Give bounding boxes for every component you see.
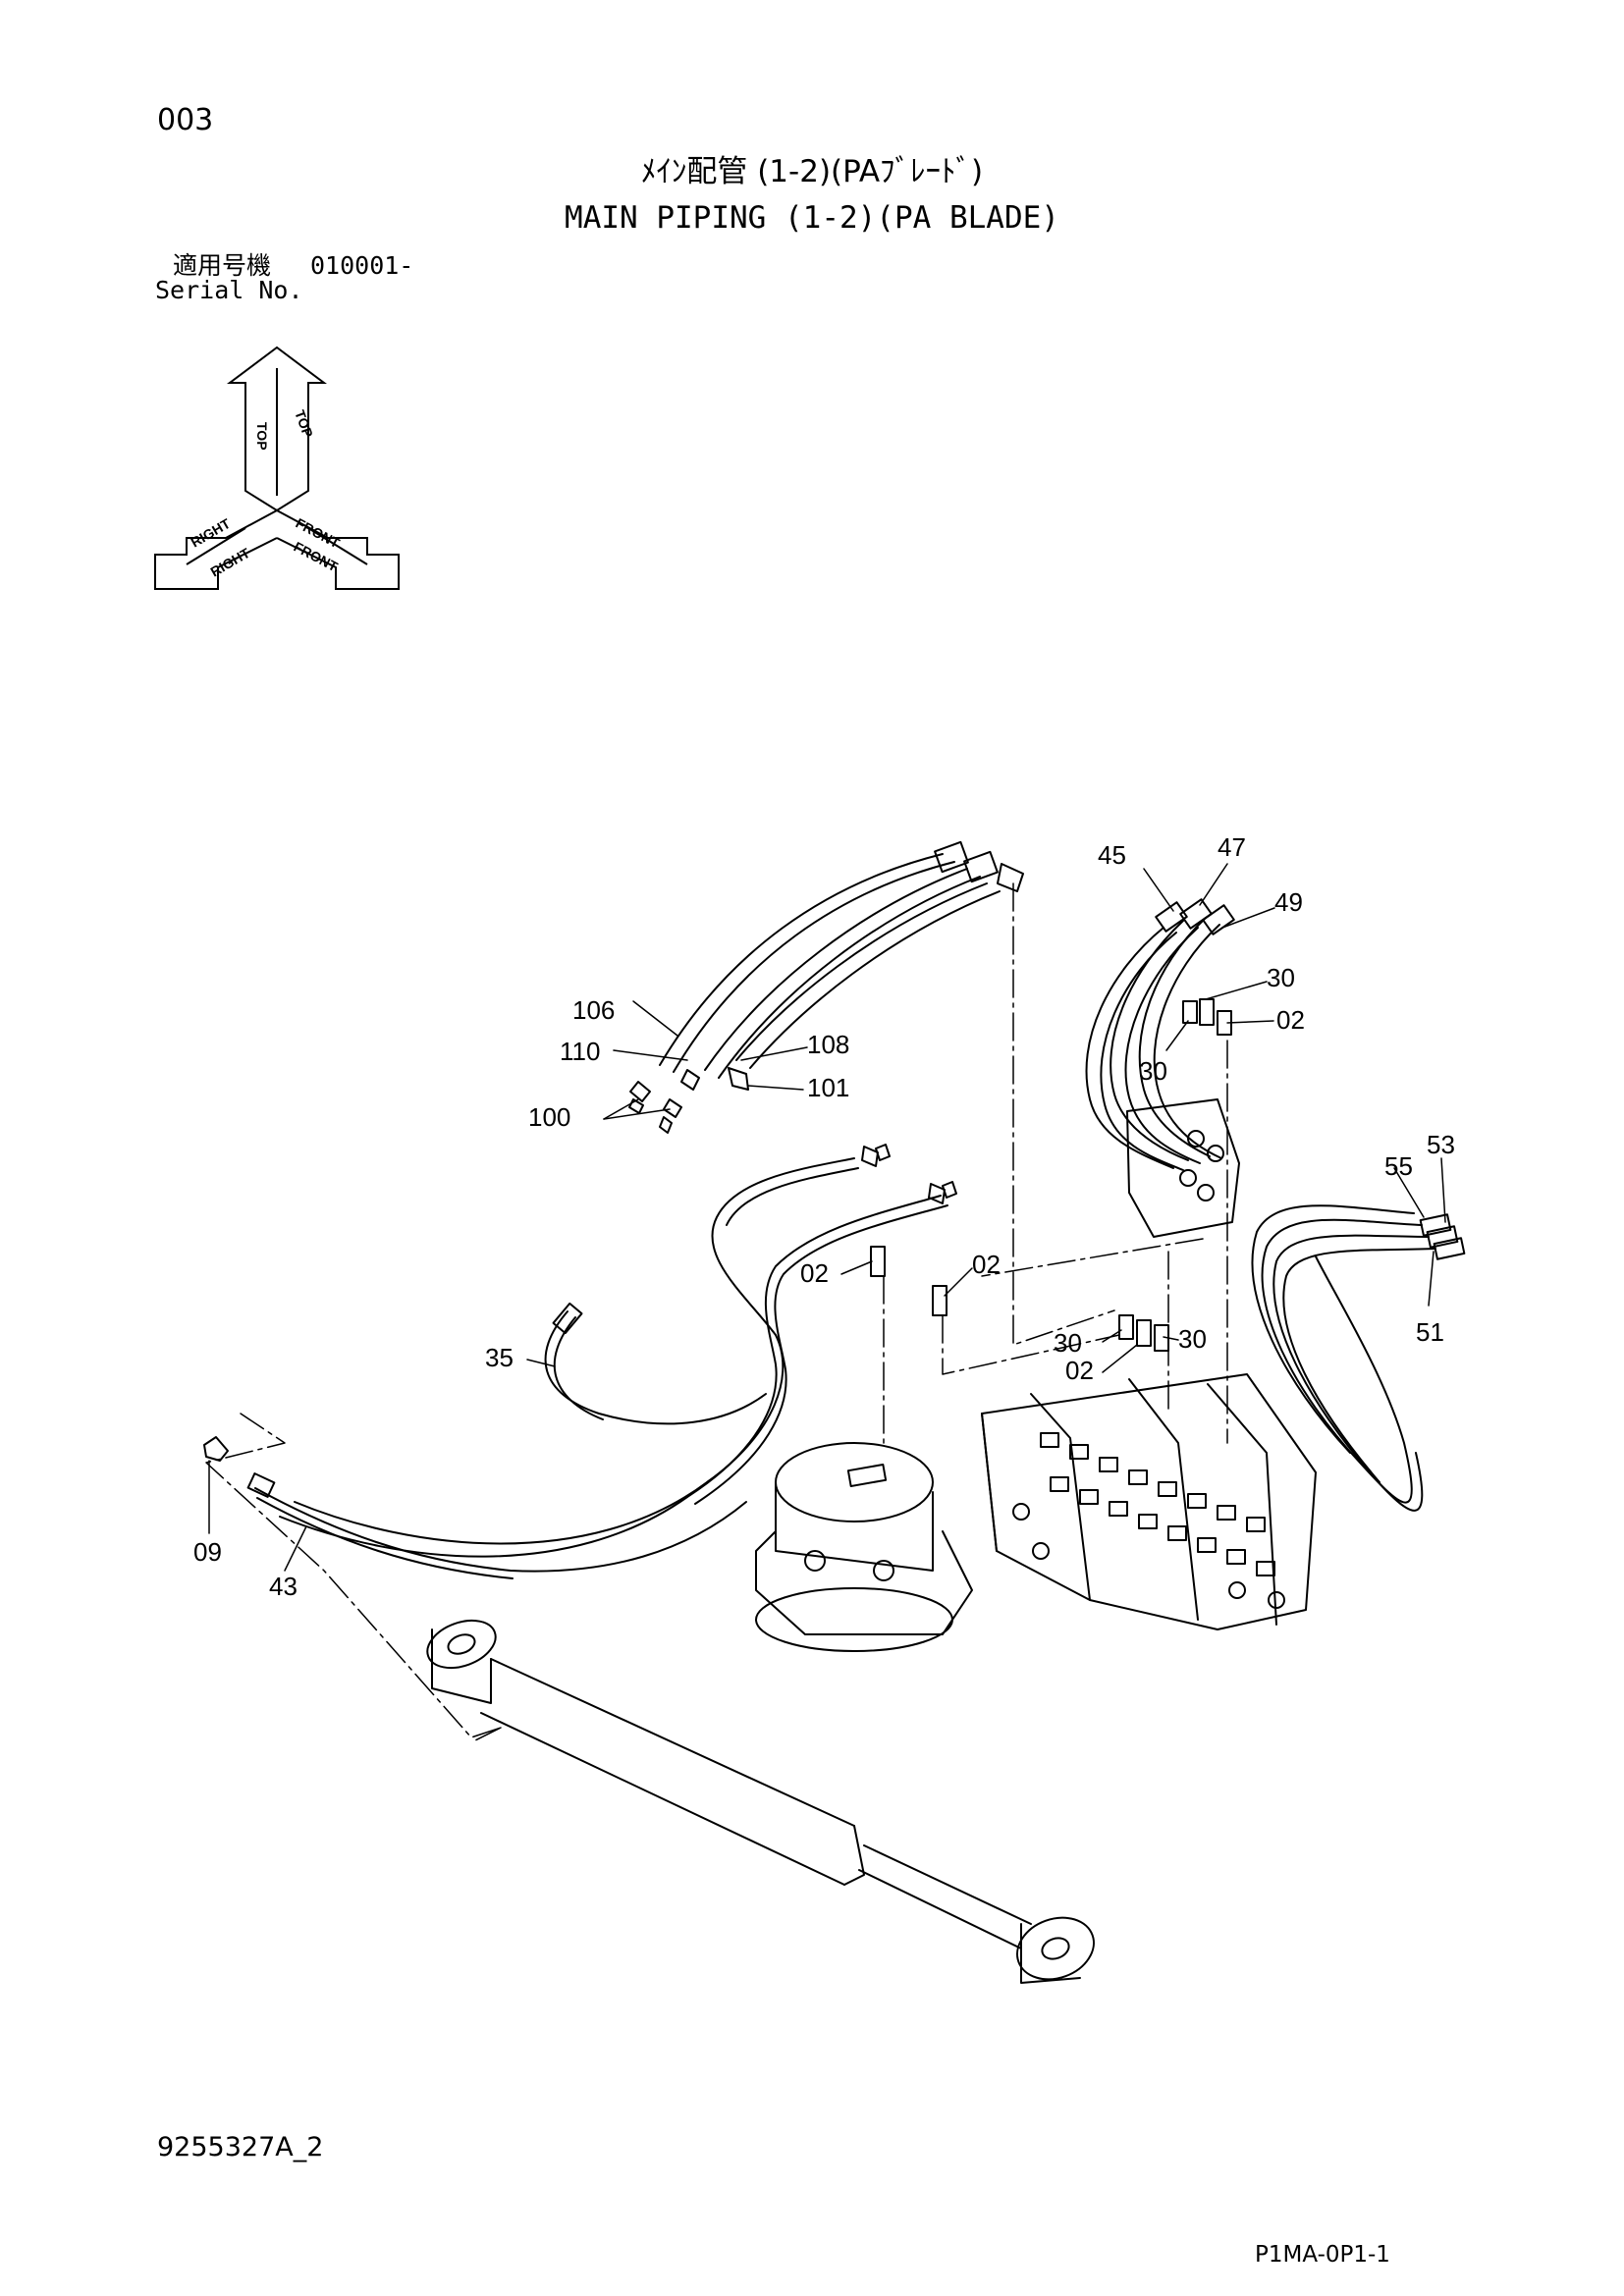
fitting-30-02-lower xyxy=(1118,1314,1169,1352)
callout-leaders xyxy=(208,863,1446,1572)
callout-43: 43 xyxy=(269,1572,298,1601)
callout-02-upper-right: 02 xyxy=(1276,1005,1305,1035)
right-coiled-hoses xyxy=(1251,1204,1466,1512)
callout-100: 100 xyxy=(528,1102,570,1132)
callout-49: 49 xyxy=(1274,887,1303,917)
callout-09: 09 xyxy=(193,1537,222,1567)
callout-45: 45 xyxy=(1098,840,1126,870)
hose-43 xyxy=(203,1436,747,1579)
top-arrow-head xyxy=(227,346,327,407)
adapter-09-icon xyxy=(203,1436,229,1462)
fitting-02-middle xyxy=(870,1246,947,1316)
callout-53: 53 xyxy=(1427,1130,1455,1159)
right-hose-bundle xyxy=(1085,898,1235,1171)
callout-30-upper-right: 30 xyxy=(1267,963,1295,992)
title-english: MAIN PIPING (1-2)(PA BLADE) xyxy=(565,200,1059,236)
callout-02-lower: 02 xyxy=(1065,1356,1094,1385)
document-code: 9255327A_2 xyxy=(157,2132,324,2163)
title-japanese: ﾒｲﾝ配管 (1-2)(PAﾌﾞﾚｰﾄﾞ) xyxy=(640,154,984,189)
blade-cylinder xyxy=(426,1619,1095,1984)
callout-30-upper-left: 30 xyxy=(1139,1056,1167,1086)
elbow-fitting-icon xyxy=(997,863,1024,892)
callout-30-lower-left: 30 xyxy=(1054,1328,1082,1358)
page-code: P1MA-0P1-1 xyxy=(1255,2242,1390,2268)
manifold-block xyxy=(1126,1098,1240,1238)
callout-02-middle-right: 02 xyxy=(972,1250,1001,1279)
callout-55: 55 xyxy=(1384,1151,1413,1181)
front-arrow xyxy=(276,509,400,590)
swing-motor xyxy=(755,1442,973,1652)
callout-101: 101 xyxy=(807,1073,849,1102)
callout-51: 51 xyxy=(1416,1317,1444,1347)
callout-108: 108 xyxy=(807,1030,849,1059)
hose-35 xyxy=(544,1302,767,1425)
top-label-left: TOP xyxy=(254,422,270,451)
page-number: 003 xyxy=(157,103,214,137)
serial-number-value: 010001- xyxy=(310,251,414,280)
dash-dot-connectors xyxy=(205,882,1228,1743)
callout-47: 47 xyxy=(1218,832,1246,862)
callout-02-middle-left: 02 xyxy=(800,1258,829,1288)
right-arrow xyxy=(154,509,278,590)
callout-30-lower-right: 30 xyxy=(1178,1324,1207,1354)
fitting-30-02-upper xyxy=(1182,998,1232,1036)
callout-106: 106 xyxy=(572,995,615,1025)
upper-hose-bundle xyxy=(659,840,1024,1079)
serial-label-japanese: 適用号機 xyxy=(173,251,272,280)
middle-hose-bundle xyxy=(279,1144,957,1558)
serial-label-english: Serial No. xyxy=(155,276,303,304)
callout-110: 110 xyxy=(560,1037,600,1066)
callout-35: 35 xyxy=(485,1343,514,1372)
fitting-100-group xyxy=(628,1067,749,1134)
elbow-fitting-02-icon xyxy=(861,1144,891,1167)
control-valve xyxy=(981,1373,1317,1630)
